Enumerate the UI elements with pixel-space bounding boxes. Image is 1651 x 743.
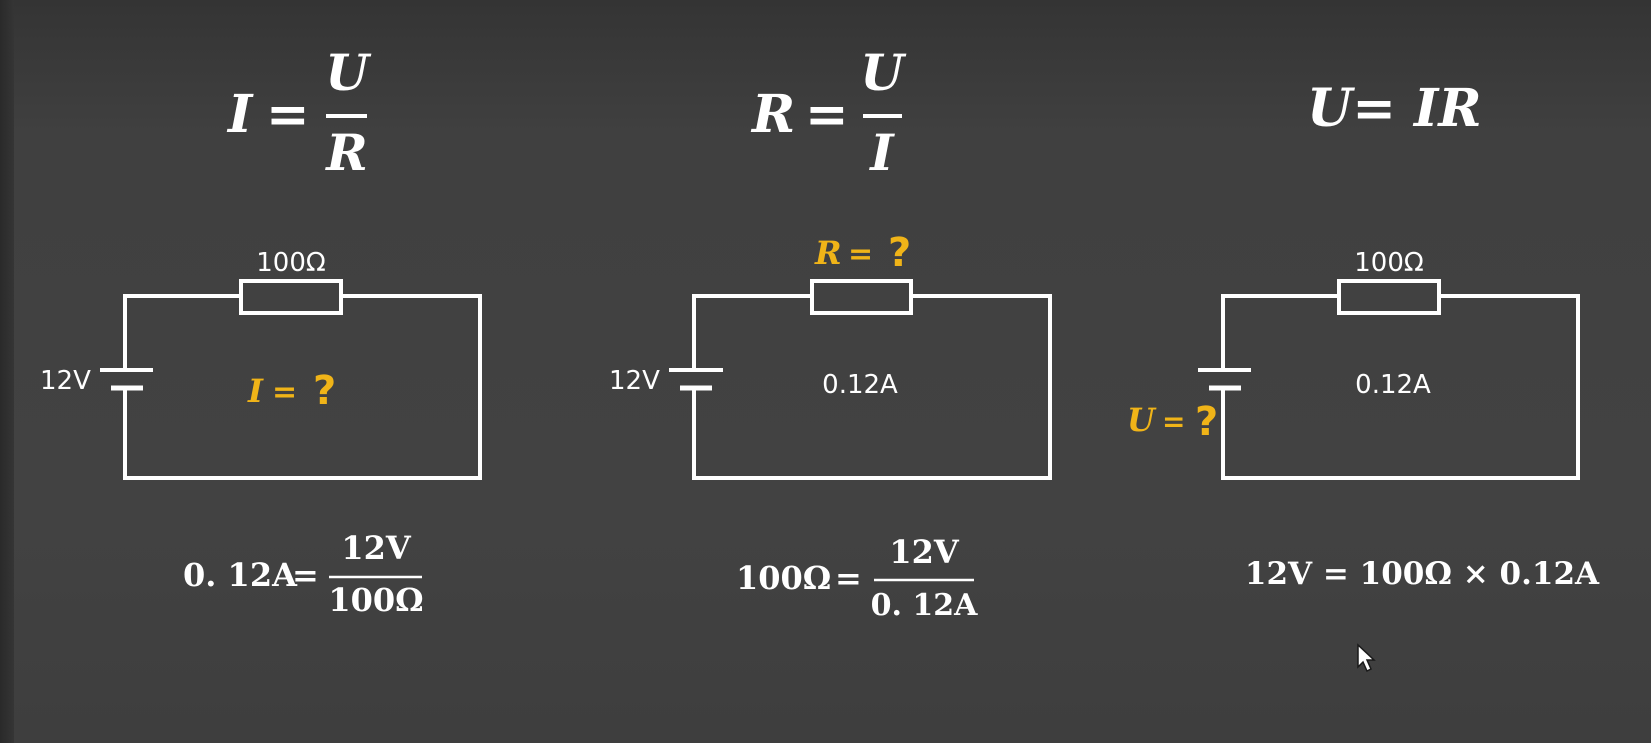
circuit-3-unknown-question: ? (1195, 399, 1218, 445)
formula-current-numerator: U (325, 43, 372, 102)
circuit-1-resistor (239, 279, 343, 315)
formula-voltage: U= IR (1307, 78, 1482, 139)
circuit-2-unknown-symbol: R (814, 234, 842, 272)
calc-current-lhs: 0. 12A (183, 556, 298, 594)
circuit-3-unknown-symbol: U (1127, 401, 1157, 439)
circuit-1-resistor-label: 100Ω (256, 248, 326, 278)
formula-resistance-denominator: I (868, 123, 895, 182)
formula-resistance-lhs: R (750, 84, 795, 145)
circuit-1-wire-top-left (123, 294, 241, 369)
circuit-1-unknown-question: ? (313, 368, 336, 414)
circuit-2-current-label: 0.12A (822, 370, 898, 400)
formula-resistance-numerator: U (860, 43, 907, 102)
circuit-2-resistor (810, 279, 913, 315)
formula-current-equals: = (266, 84, 310, 145)
circuit-2-source-label: 12V (609, 366, 660, 396)
calc-current-equals: = (292, 556, 319, 594)
circuit-3-resistor (1337, 279, 1441, 315)
calc-resistance-lhs: 100Ω (736, 559, 831, 597)
calc-current-denominator: 100Ω (328, 581, 423, 619)
calc-resistance-denominator: 0. 12A (871, 588, 979, 623)
circuit-1-unknown-symbol: I (247, 372, 264, 410)
circuit-1-source-label: 12V (40, 366, 91, 396)
formula-current: I = U R (226, 43, 372, 182)
left-edge-shadow (0, 0, 14, 743)
circuit-2-wire-top-left (692, 294, 812, 369)
mouse-pointer-icon (1357, 643, 1376, 673)
formula-resistance: R = U I (750, 43, 907, 182)
circuit-2: 12V 0.12A R = ? (609, 230, 1052, 480)
calc-current-numerator: 12V (341, 529, 412, 567)
circuit-3-wire-loop (1221, 294, 1580, 480)
circuit-2-unknown-question: ? (888, 230, 911, 276)
circuit-3-unknown-equals: = (1162, 405, 1185, 438)
calc-resistance: 100Ω = 12V 0. 12A (736, 533, 978, 623)
formula-current-denominator: R (324, 123, 368, 182)
calc-resistance-equals: = (835, 559, 862, 597)
calc-current: 0. 12A = 12V 100Ω (183, 529, 424, 619)
circuit-1: 100Ω 12V I = ? (40, 248, 482, 480)
formula-current-lhs: I (226, 84, 254, 145)
circuit-3-resistor-label: 100Ω (1354, 248, 1424, 278)
calc-resistance-numerator: 12V (889, 533, 960, 571)
calc-voltage: 12V = 100Ω × 0.12A (1245, 556, 1600, 592)
circuit-2-unknown-equals: = (848, 237, 873, 272)
circuit-3: 100Ω 0.12A U = ? (1127, 248, 1580, 480)
circuit-1-wire-loop (123, 294, 482, 480)
circuit-3-current-label: 0.12A (1355, 370, 1431, 400)
circuit-2-wire-loop (692, 294, 1052, 480)
circuit-3-wire-top-left (1221, 294, 1339, 369)
circuit-1-unknown-equals: = (272, 375, 297, 410)
formula-resistance-equals: = (805, 84, 849, 145)
